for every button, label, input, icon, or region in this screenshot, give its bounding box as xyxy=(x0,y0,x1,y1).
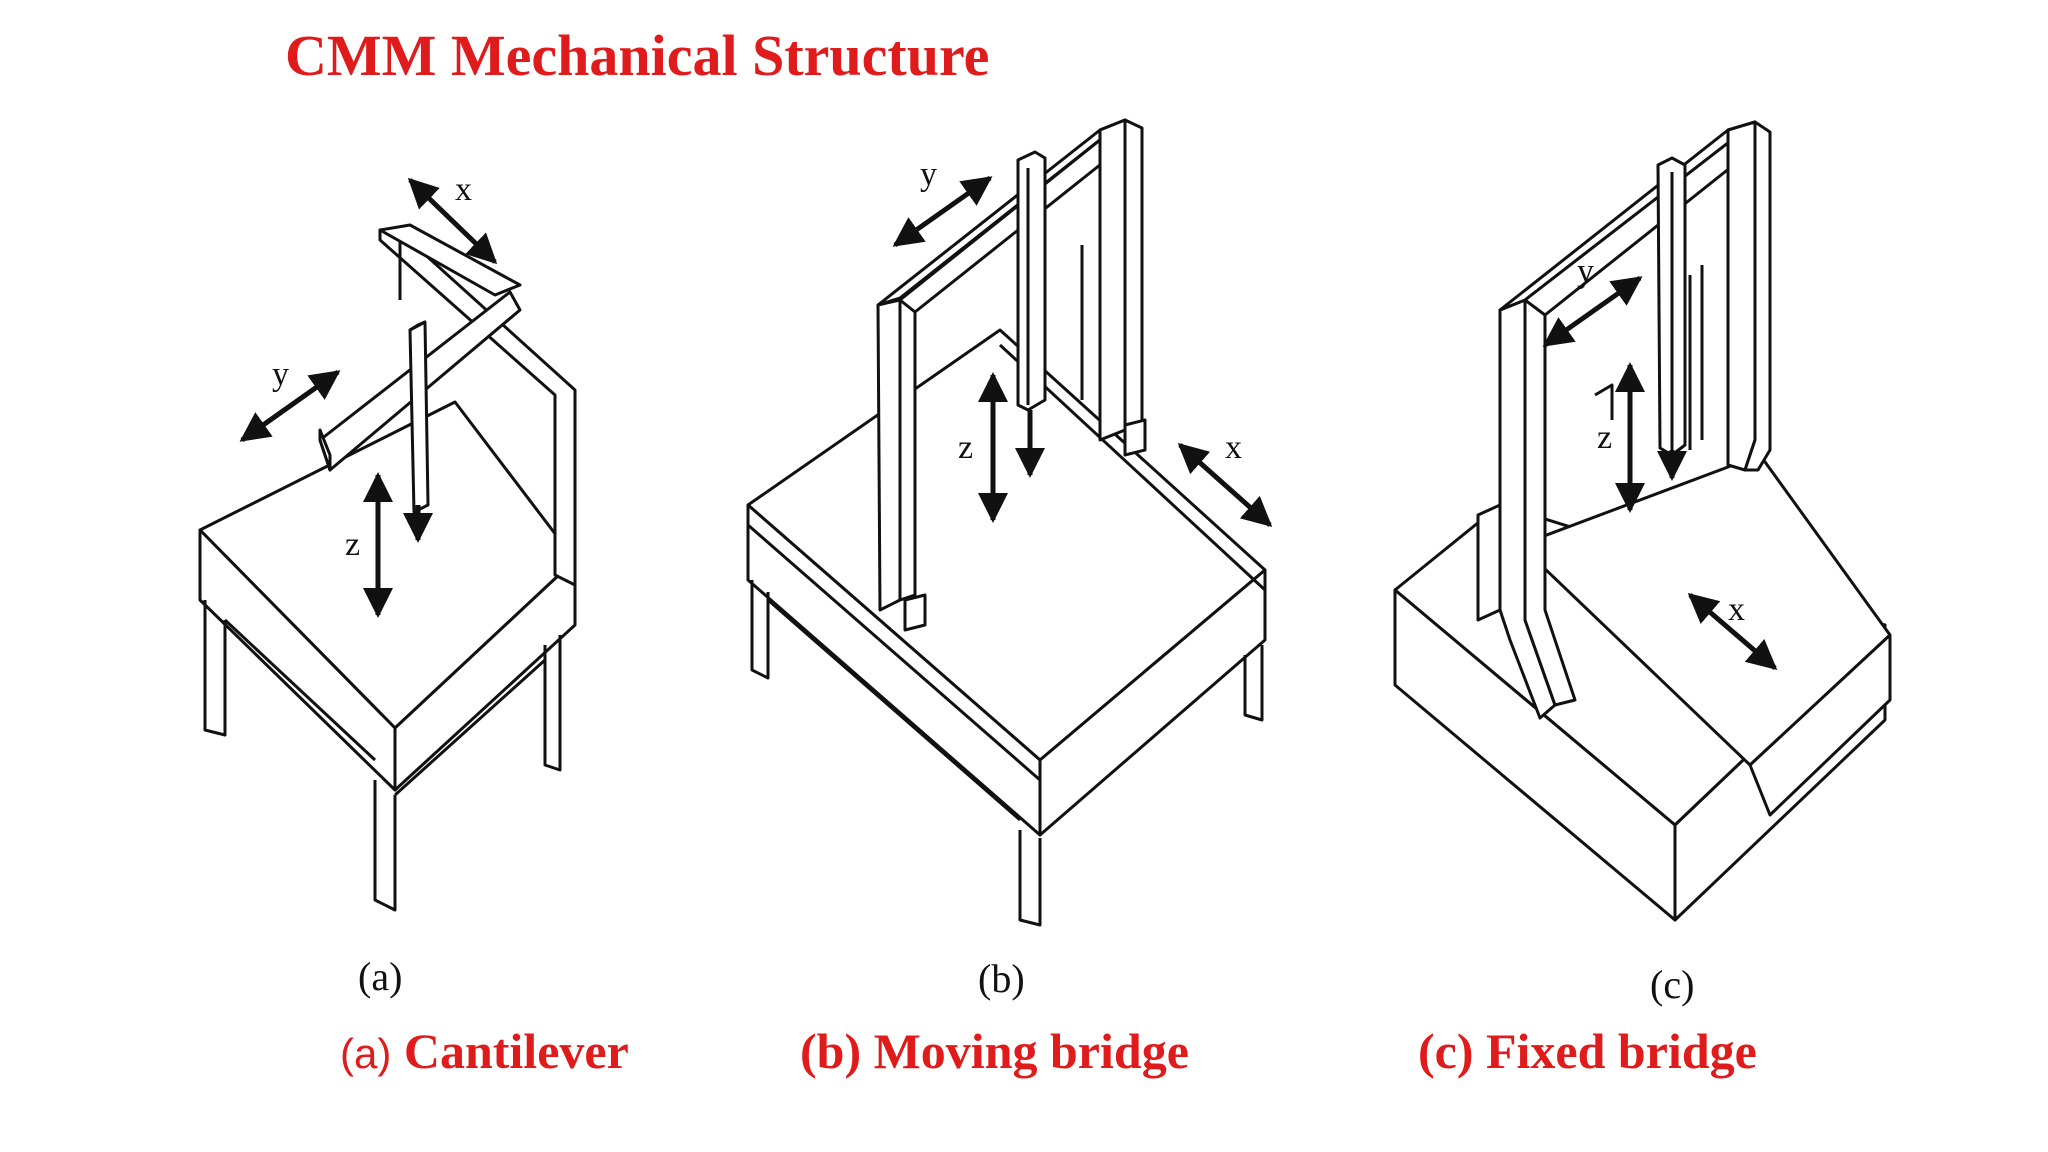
axis-label-y: y xyxy=(1577,253,1594,290)
slide-title: CMM Mechanical Structure xyxy=(285,23,990,88)
caption-prefix: (a) xyxy=(340,1030,392,1077)
axis-label-z: z xyxy=(958,429,973,466)
x-axis-arrow xyxy=(1177,443,1273,527)
moving-bridge-axis-arrows xyxy=(892,175,1273,527)
axis-label-z: z xyxy=(1597,419,1612,456)
axis-label-y: y xyxy=(920,156,937,193)
axis-label-x: x xyxy=(1728,591,1745,628)
panel-letter-b: (b) xyxy=(978,956,1025,1001)
caption-cantilever: (a) Cantilever xyxy=(340,1022,629,1080)
axis-label-x: x xyxy=(1225,429,1242,466)
axis-label-z: z xyxy=(345,526,360,563)
caption-text: Cantilever xyxy=(403,1023,629,1079)
caption-text: (c) Fixed bridge xyxy=(1418,1023,1757,1079)
caption-moving-bridge: (b) Moving bridge xyxy=(800,1022,1189,1080)
axis-label-x: x xyxy=(455,171,472,208)
panel-letter-a: (a) xyxy=(358,954,402,999)
panel-letter-c: (c) xyxy=(1650,962,1694,1007)
y-axis-arrow xyxy=(239,369,341,443)
fixed-bridge-axis-arrows xyxy=(1542,275,1778,670)
x-axis-arrow xyxy=(1687,593,1778,670)
cantilever-axis-arrows xyxy=(239,177,498,618)
y-axis-arrow xyxy=(892,175,993,248)
caption-text: (b) Moving bridge xyxy=(800,1023,1189,1079)
y-axis-arrow xyxy=(1542,275,1643,348)
caption-fixed-bridge: (c) Fixed bridge xyxy=(1418,1022,1757,1080)
cantilever-drawing xyxy=(198,223,577,912)
axis-label-y: y xyxy=(272,356,289,393)
x-axis-arrow xyxy=(407,177,498,265)
moving-bridge-drawing xyxy=(746,118,1267,927)
fixed-bridge-drawing xyxy=(1393,120,1892,922)
